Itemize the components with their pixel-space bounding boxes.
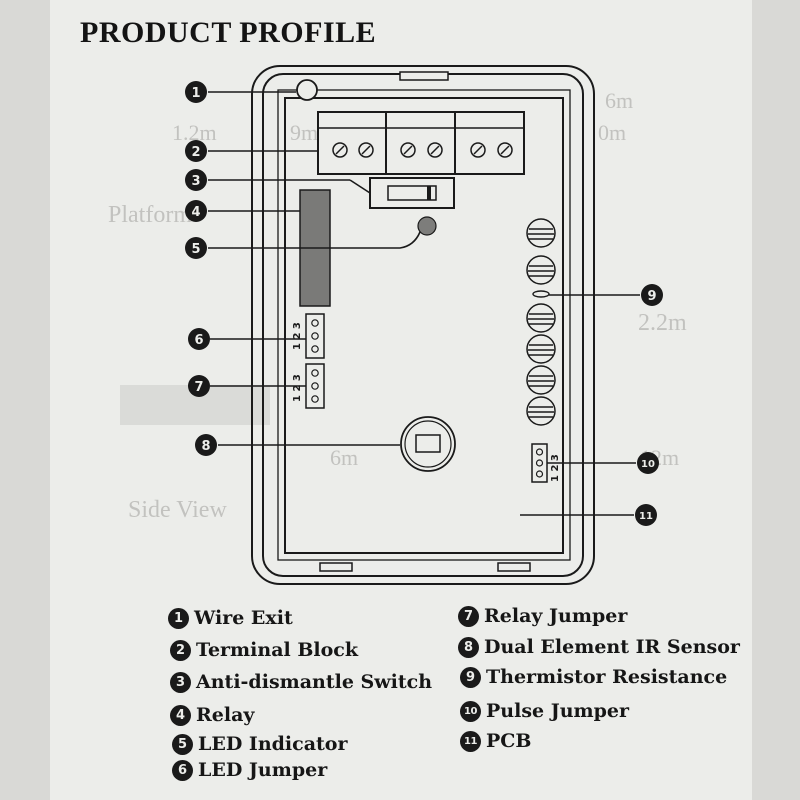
bleed-text: Side View (128, 497, 227, 523)
callout-2: 2 (185, 140, 207, 162)
pcb-board (284, 97, 564, 554)
legend-item-terminal-block: 2 Terminal Block (170, 639, 358, 661)
svg-text:11: 11 (639, 511, 653, 522)
callout-8: 8 (195, 434, 217, 456)
legend-number: 1 (168, 607, 189, 629)
leader-line (349, 179, 371, 194)
thermistor (532, 290, 550, 298)
callout-5: 5 (185, 237, 207, 259)
bottom-tab (497, 562, 531, 572)
svg-text:6: 6 (194, 333, 203, 348)
bleed-text: 6m (605, 88, 633, 113)
svg-text:8: 8 (201, 439, 210, 454)
legend-label: Dual Element IR Sensor (484, 636, 740, 658)
legend-item-relay-jumper: 7 Relay Jumper (458, 605, 627, 627)
legend-item-thermistor-resistance: 9 Thermistor Resistance (460, 666, 727, 688)
legend-label: Relay (196, 704, 255, 726)
legend-item-pulse-jumper: 10 Pulse Jumper (460, 700, 629, 722)
legend-number: 4 (170, 704, 191, 726)
legend-label: Wire Exit (194, 607, 293, 629)
svg-text:2: 2 (191, 145, 200, 160)
legend-item-led-indicator: 5 LED Indicator (172, 733, 347, 755)
svg-text:10: 10 (641, 459, 655, 470)
legend-label: Thermistor Resistance (486, 666, 728, 688)
dual-ir-sensor (400, 416, 456, 472)
page-title: PRODUCT PROFILE (80, 16, 377, 49)
legend-number: 9 (460, 666, 481, 688)
legend-number: 11 (460, 730, 481, 752)
legend-number: 8 (458, 636, 479, 658)
svg-text:1: 1 (191, 86, 200, 101)
bleed-text: 2.2m (638, 310, 687, 336)
svg-text:4: 4 (191, 205, 200, 220)
pin-label: 1 2 3 (292, 322, 303, 350)
svg-text:7: 7 (194, 380, 203, 395)
legend-item-pcb: 11 PCB (460, 730, 531, 752)
callout-9: 9 (641, 284, 663, 306)
top-tab (399, 71, 449, 81)
pin-label: 1 2 3 (292, 374, 303, 402)
svg-text:3: 3 (191, 174, 200, 189)
legend-number: 3 (170, 671, 191, 693)
callout-6: 6 (188, 328, 210, 350)
legend-item-relay: 4 Relay (170, 704, 254, 726)
bleed-text: 9m (290, 120, 318, 145)
leader-line (208, 231, 421, 249)
legend-label: Pulse Jumper (486, 700, 630, 722)
legend-item-anti-dismantle-switch: 3 Anti-dismantle Switch (170, 671, 432, 693)
legend-item-wire-exit: 1 Wire Exit (168, 607, 293, 629)
bleed-text: 6m (330, 445, 358, 470)
legend-label: Anti-dismantle Switch (196, 671, 433, 693)
legend-item-dual-element-ir-sensor: 8 Dual Element IR Sensor (458, 636, 740, 658)
legend-number: 5 (172, 733, 193, 755)
legend-number: 10 (460, 700, 481, 722)
svg-text:5: 5 (191, 242, 200, 257)
callout-3: 3 (185, 169, 207, 191)
callout-10: 10 (637, 452, 659, 474)
wire-exit (296, 79, 318, 101)
legend-label: LED Jumper (198, 759, 328, 781)
svg-text:9: 9 (647, 289, 656, 304)
board-frame (277, 89, 571, 561)
callout-1: 1 (185, 81, 207, 103)
callout-7: 7 (188, 375, 210, 397)
callout-11: 11 (635, 504, 657, 526)
led-jumper: 1 2 3 (292, 313, 325, 359)
legend-item-led-jumper: 6 LED Jumper (172, 759, 327, 781)
legend-number: 2 (170, 639, 191, 661)
capacitor-column (526, 218, 556, 426)
legend-label: Terminal Block (196, 639, 359, 661)
bottom-tab (319, 562, 353, 572)
pulse-jumper: 1 2 3 (531, 443, 561, 483)
pin-label: 1 2 3 (550, 454, 561, 482)
callout-4: 4 (185, 200, 207, 222)
bleed-text: 0m (598, 120, 626, 145)
legend-label: PCB (486, 730, 532, 752)
terminal-block (317, 111, 525, 175)
legend-label: LED Indicator (198, 733, 348, 755)
led-indicator (417, 216, 437, 236)
legend-number: 6 (172, 759, 193, 781)
legend-number: 7 (458, 605, 479, 627)
bleed-text: Platform (108, 202, 192, 228)
legend-label: Relay Jumper (484, 605, 628, 627)
anti-dismantle-switch (369, 177, 455, 209)
enclosure-outer (251, 65, 595, 585)
